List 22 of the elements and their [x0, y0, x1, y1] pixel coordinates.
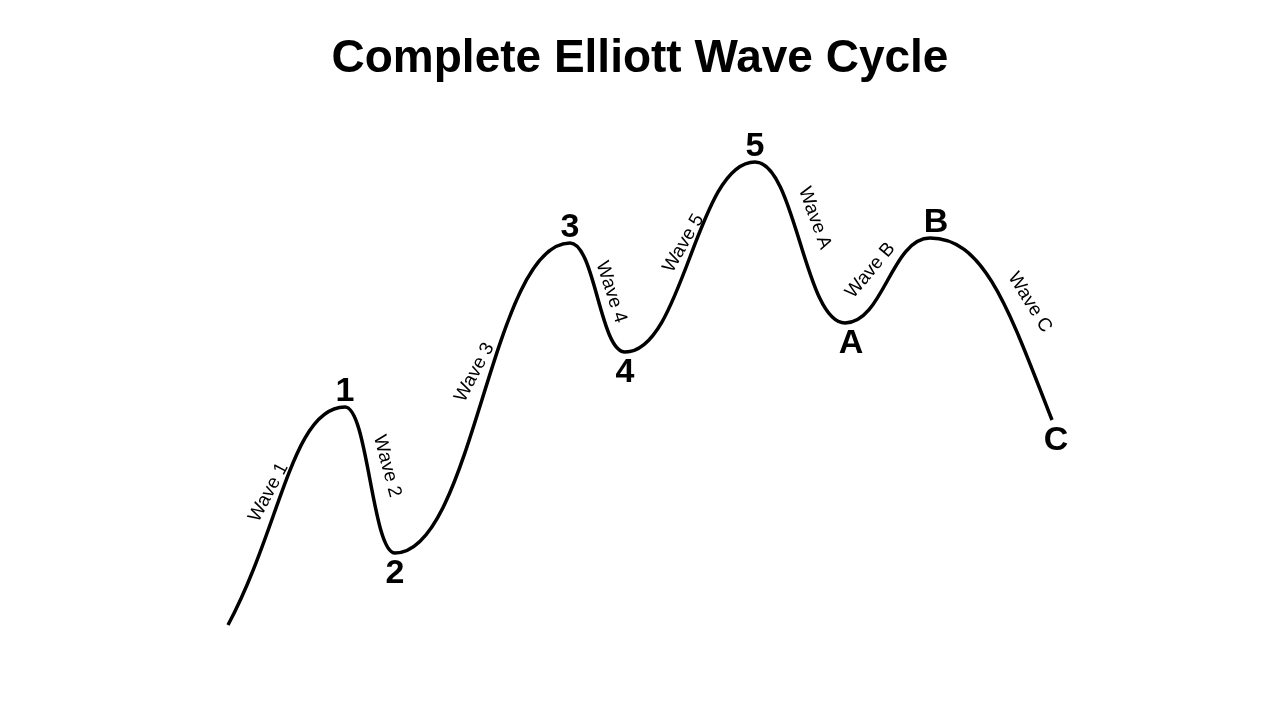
wave-line	[344, 405, 396, 555]
wave-line	[624, 160, 756, 354]
wave-line	[569, 241, 626, 354]
wave-line	[844, 236, 931, 325]
wave-point-label: 2	[375, 553, 415, 589]
wave-line	[754, 160, 846, 325]
wave-point-label: C	[1036, 420, 1076, 456]
wave-point-label: A	[831, 323, 871, 359]
edge-label: Wave A	[793, 183, 837, 253]
wave-point-label: 1	[325, 371, 365, 407]
edge-label: Wave 2	[369, 432, 407, 500]
wave-point-label: 4	[605, 352, 645, 388]
wave-point-label: 3	[550, 207, 590, 243]
edge-label: Wave 3	[449, 338, 499, 406]
title: Complete Elliott Wave Cycle	[331, 29, 949, 84]
wave-line	[226, 405, 346, 626]
wave-line	[929, 236, 1054, 421]
wave-point-label: B	[916, 202, 956, 238]
edge-label: Wave 1	[243, 458, 293, 526]
wave-point-label: 5	[735, 126, 775, 162]
wave-line	[394, 241, 571, 555]
edge-label: Wave 4	[591, 258, 633, 326]
